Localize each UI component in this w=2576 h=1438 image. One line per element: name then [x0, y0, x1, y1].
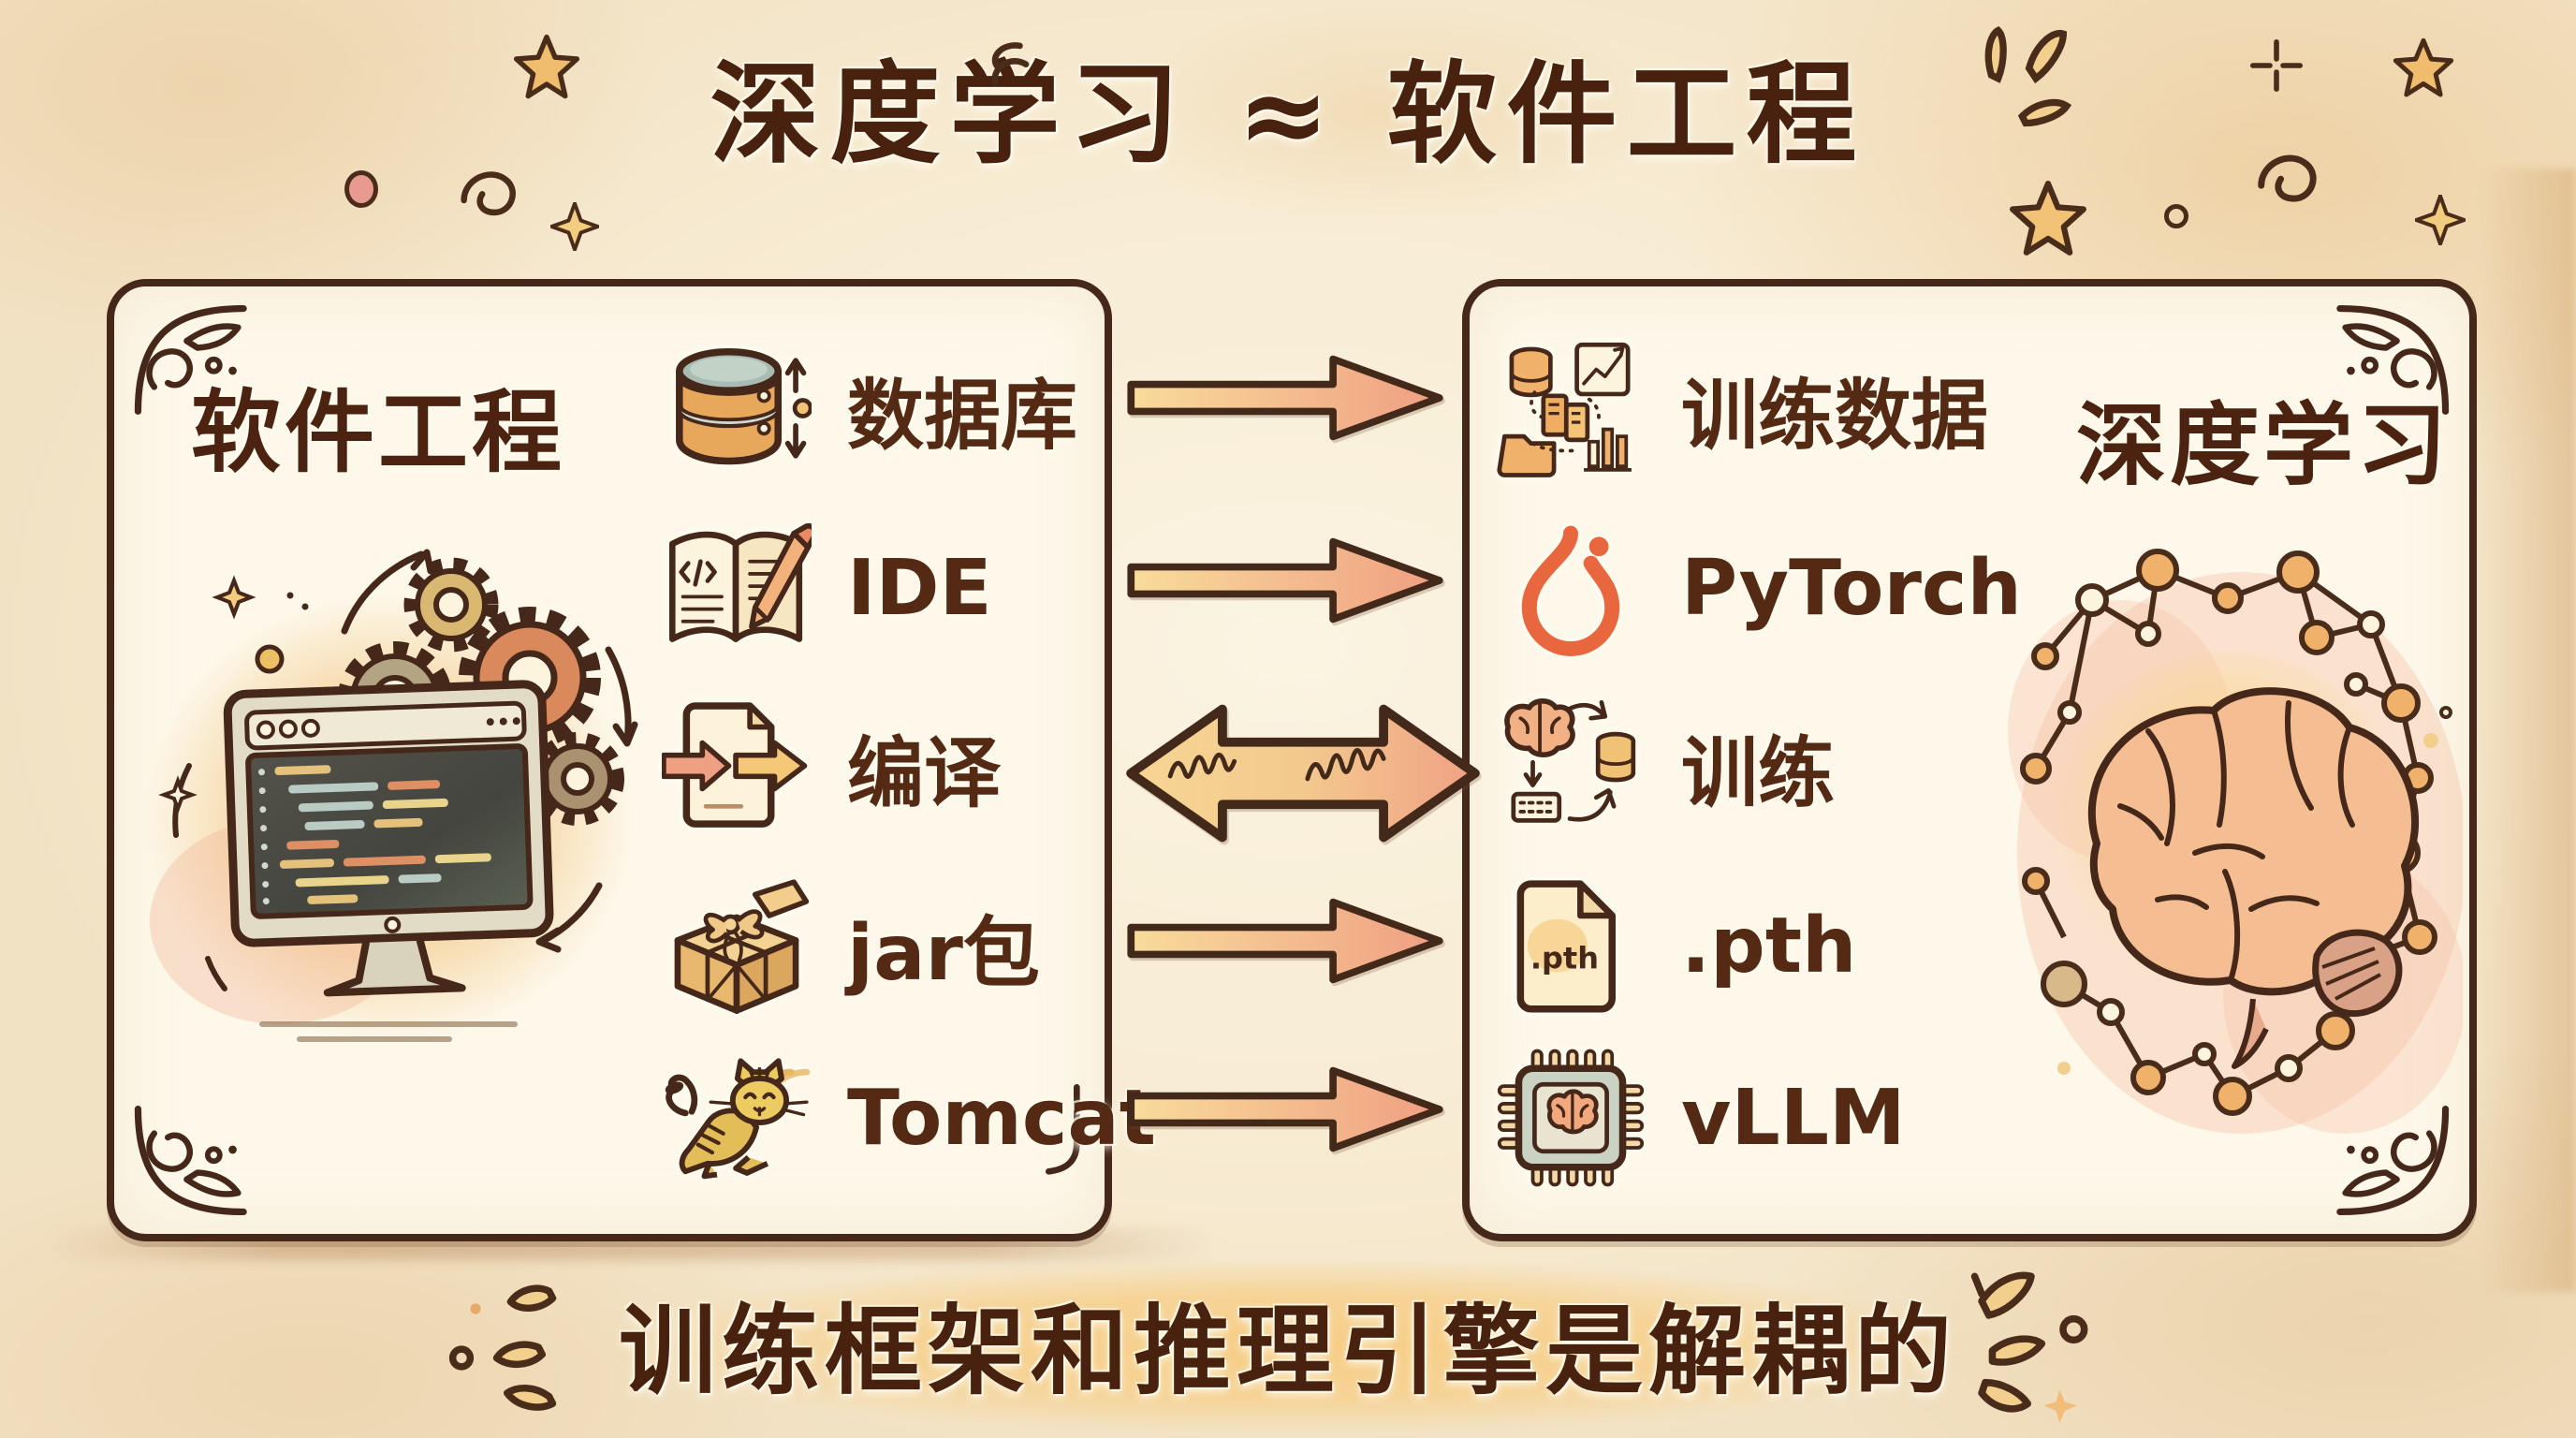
right-panel-heading: 深度学习 — [2076, 393, 2451, 498]
monitor-with-code-and-gears-illustration — [143, 549, 638, 1043]
tagline-text: 训练框架和推理引擎是解耦的 — [618, 1294, 1957, 1408]
right-row-vllm: vLLM — [1496, 1035, 1906, 1200]
brain — [2087, 687, 2420, 1069]
main-title: 深度学习 ≈ 软件工程 — [710, 50, 1866, 179]
right-row-training: 训练 — [1496, 683, 1835, 848]
row-label: IDE — [847, 543, 992, 633]
chip-brain-icon — [1496, 1043, 1646, 1193]
row-label: vLLM — [1681, 1073, 1906, 1163]
row-label: .pth — [1681, 901, 1857, 990]
database-icon — [662, 333, 812, 483]
corner-flourish-icon — [2336, 304, 2450, 415]
left-panel-heading: 软件工程 — [191, 380, 565, 485]
star-icon — [2393, 37, 2454, 97]
cat-head — [709, 1058, 809, 1125]
mini-database — [1509, 346, 1553, 398]
mini-folder — [1497, 433, 1557, 477]
row-label: 训练 — [1681, 728, 1836, 818]
pth-file-icon: .pth — [1496, 871, 1646, 1020]
star-icon — [513, 34, 580, 99]
left-row-ide: IDE — [662, 506, 992, 670]
sync-arrows — [784, 358, 812, 459]
monitor — [223, 680, 554, 997]
inner-corner-bracket-icon — [1046, 1084, 1080, 1175]
right-row-pytorch: PyTorch — [1496, 506, 2022, 670]
left-row-jar: jar包 — [662, 863, 1040, 1028]
emphasis-dashes-right-icon — [1970, 1271, 2088, 1424]
dot-icon — [2164, 204, 2188, 228]
squiggle-icon — [991, 42, 1030, 86]
left-row-compile: 编译 — [662, 683, 1001, 848]
arrow-tomcat-to-vllm — [1127, 1066, 1443, 1152]
tagline-highlight — [562, 1253, 2022, 1438]
corner-flourish-icon — [2336, 1106, 2450, 1216]
row-label: PyTorch — [1681, 543, 2022, 633]
compile-arrows-icon — [662, 691, 812, 841]
left-row-database: 数据库 — [662, 326, 1077, 491]
row-label: Tomcat — [847, 1073, 1156, 1163]
swirl-icon — [2258, 154, 2317, 202]
confetti-dashes-icon — [1984, 26, 2072, 127]
arrow-database-to-training-data — [1127, 355, 1443, 441]
training-data-icon — [1496, 333, 1646, 483]
svg-text:.pth: .pth — [1530, 940, 1599, 976]
red-dot-icon — [344, 170, 378, 208]
brain-core — [1546, 1089, 1599, 1135]
mini-keyboard — [1511, 791, 1562, 823]
swirl-icon — [461, 171, 516, 216]
sparkle-icon — [2415, 195, 2466, 245]
code-lines — [257, 765, 491, 905]
row-label: 数据库 — [847, 371, 1078, 461]
row-label: 训练数据 — [1681, 371, 1989, 461]
corner-flourish-icon — [134, 1106, 247, 1216]
sparkle-icon — [550, 202, 599, 251]
ide-book-icon — [662, 513, 812, 663]
arrow-ide-to-pytorch — [1127, 537, 1443, 624]
row-label: 编译 — [847, 728, 1002, 818]
pencil — [749, 522, 812, 630]
tomcat-cat-icon — [662, 1043, 812, 1193]
right-row-training-data: 训练数据 — [1496, 326, 1988, 491]
paper-stain-right-band — [2479, 169, 2576, 1292]
arrow-jar-to-pth — [1127, 898, 1443, 984]
deep-learning-panel: 深度学习 — [1462, 279, 2477, 1241]
left-row-tomcat: Tomcat — [662, 1035, 1156, 1200]
row-label: jar包 — [847, 908, 1040, 998]
mini-database — [1595, 731, 1636, 783]
software-engineering-panel: 软件工程 — [107, 279, 1156, 1241]
star-icon — [2010, 181, 2086, 256]
brain-neural-network-illustration — [2008, 549, 2463, 1134]
plus-icon — [2250, 39, 2303, 92]
corner-flourish-icon — [134, 304, 247, 415]
mini-brain — [1504, 698, 1575, 758]
jar-package-icon — [662, 871, 812, 1020]
double-arrow-compile-training — [1126, 704, 1480, 843]
mini-bar-chart — [1584, 427, 1632, 472]
training-loop-icon — [1496, 691, 1646, 841]
pytorch-flame-icon — [1496, 513, 1646, 663]
emphasis-dashes-left-icon — [448, 1284, 557, 1411]
right-row-pth: .pth .pth — [1496, 863, 1856, 1028]
ribbon-bow — [703, 909, 765, 961]
mini-server-stack — [1541, 393, 1590, 443]
mini-line-chart — [1574, 342, 1631, 397]
